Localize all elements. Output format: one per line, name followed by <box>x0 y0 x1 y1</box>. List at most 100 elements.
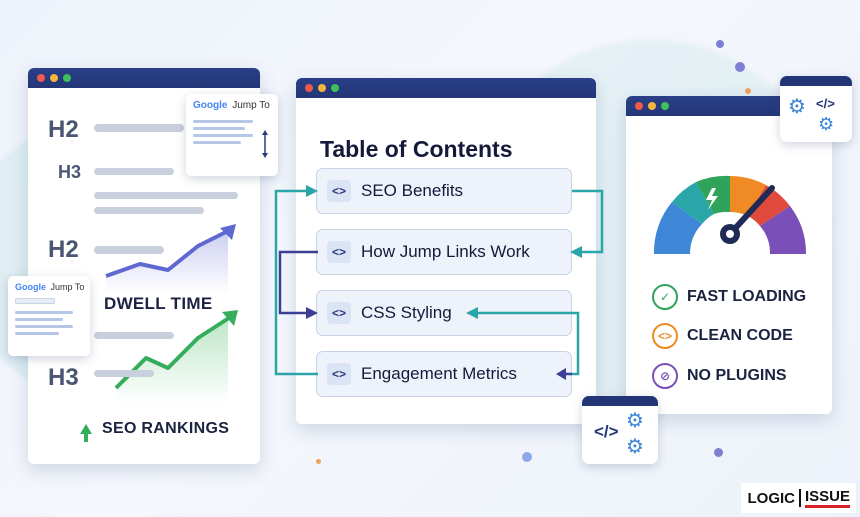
close-dot-icon <box>305 84 313 92</box>
placeholder-line <box>94 168 174 175</box>
google-logo-text: Google <box>15 282 46 292</box>
dwell-time-arrow-head <box>220 224 236 240</box>
result-line <box>193 134 253 137</box>
heading-label-h2: H2 <box>48 236 79 263</box>
code-text: </> <box>816 96 835 111</box>
maximize-dot-icon <box>63 74 71 82</box>
heading-label-h3: H3 <box>48 364 79 391</box>
feature-clean-code: <> CLEAN CODE <box>652 323 793 349</box>
logo-right-text: ISSUE <box>804 488 850 508</box>
placeholder-line <box>94 370 154 377</box>
maximize-dot-icon <box>661 102 669 110</box>
dwell-time-trend-chart <box>80 224 238 442</box>
gauge-segment-green <box>696 175 730 214</box>
google-jump-to-card: Google Jump To <box>8 276 90 356</box>
gear-icon: ⚙ <box>626 436 644 458</box>
feature-fast-loading: ✓ FAST LOADING <box>652 284 806 310</box>
scroll-indicator-icon <box>262 130 268 158</box>
result-line <box>193 120 253 123</box>
feature-no-plugins: ⊘ NO PLUGINS <box>652 363 787 389</box>
decor-dot <box>716 40 724 48</box>
decor-dot <box>745 88 751 94</box>
window-titlebar <box>296 78 596 98</box>
code-tag-icon: <> <box>327 302 351 324</box>
gear-icon: ⚙ <box>788 96 806 118</box>
toc-link-how-jump-links-work[interactable]: <> How Jump Links Work <box>316 229 572 275</box>
seo-rankings-line <box>114 314 234 390</box>
toc-link-label: CSS Styling <box>361 303 452 322</box>
lightning-icon <box>706 188 718 210</box>
table-of-contents-window: Table of Contents <> SEO Benefits <> How… <box>296 78 596 424</box>
minimize-dot-icon <box>50 74 58 82</box>
window-titlebar <box>28 68 260 88</box>
jump-to-label: Jump To <box>50 282 85 292</box>
code-settings-icon: ⚙ </> ⚙ <box>780 76 852 142</box>
seo-rankings-arrow-head <box>222 310 238 326</box>
result-line <box>193 127 245 130</box>
logic-issue-logo: LOGIC ISSUE <box>741 483 856 513</box>
dwell-time-line <box>105 228 231 278</box>
close-dot-icon <box>37 74 45 82</box>
decor-dot <box>316 459 321 464</box>
no-plugin-icon: ⊘ <box>652 363 678 389</box>
placeholder-line <box>94 207 204 214</box>
performance-window: ✓ FAST LOADING <> CLEAN CODE ⊘ NO PLUGIN… <box>626 96 832 414</box>
code-tag-icon: <> <box>327 363 351 385</box>
up-arrow-icon <box>80 424 92 442</box>
minimize-dot-icon <box>648 102 656 110</box>
gauge-segment-blue <box>653 202 702 254</box>
result-line <box>15 311 73 314</box>
decor-dot <box>522 452 532 462</box>
heading-label-h3: H3 <box>58 162 82 182</box>
feature-label: CLEAN CODE <box>687 327 793 344</box>
jump-to-label: Jump To <box>232 100 270 111</box>
heading-label-h2: H2 <box>48 116 79 143</box>
google-jump-to-card: Google Jump To <box>186 94 278 176</box>
result-line <box>193 141 241 144</box>
toc-link-label: Engagement Metrics <box>361 364 517 383</box>
toc-link-seo-benefits[interactable]: <> SEO Benefits <box>316 168 572 214</box>
google-logo-text: Google <box>193 100 228 111</box>
toc-link-css-styling[interactable]: <> CSS Styling <box>316 290 572 336</box>
toc-link-engagement-metrics[interactable]: <> Engagement Metrics <box>316 351 572 397</box>
placeholder-line <box>94 192 238 199</box>
close-dot-icon <box>635 102 643 110</box>
result-line <box>15 318 63 321</box>
gauge-segment-orange <box>730 176 766 216</box>
speed-gauge <box>653 175 807 254</box>
mini-titlebar <box>582 396 658 406</box>
dwell-time-label: DWELL TIME <box>104 294 213 313</box>
gear-icon: ⚙ <box>626 410 644 432</box>
code-tag-icon: <> <box>327 241 351 263</box>
maximize-dot-icon <box>331 84 339 92</box>
toc-link-label: How Jump Links Work <box>361 242 530 261</box>
code-settings-icon: </> ⚙ ⚙ <box>582 396 658 464</box>
gauge-segment-red <box>748 185 790 226</box>
google-jump-to-title: Google Jump To <box>15 282 85 292</box>
logo-divider <box>798 489 801 507</box>
decor-dot <box>735 62 745 72</box>
result-line <box>15 325 73 328</box>
feature-label: FAST LOADING <box>687 288 807 305</box>
seo-rankings-area <box>116 318 228 404</box>
code-icon: <> <box>652 323 678 349</box>
placeholder-line <box>94 246 164 254</box>
code-text: </> <box>594 422 619 441</box>
placeholder-line <box>94 332 174 339</box>
gauge-segment-purple <box>760 206 807 254</box>
logo-left-text: LOGIC <box>747 489 795 507</box>
result-line <box>15 332 59 335</box>
gear-icon: ⚙ <box>818 114 835 134</box>
google-jump-to-title: Google Jump To <box>193 100 271 111</box>
stopwatch-icon: ✓ <box>652 284 678 310</box>
feature-label: NO PLUGINS <box>687 367 787 384</box>
decor-dot <box>714 448 723 457</box>
heading-structure-window: H2 H3 H2 DWELL TIME H3 SEO RANKINGS <box>28 68 260 464</box>
minimize-dot-icon <box>318 84 326 92</box>
gauge-needle <box>727 185 775 237</box>
gauge-segment-teal <box>672 182 714 224</box>
seo-rankings-label: SEO RANKINGS <box>102 420 230 437</box>
toc-title: Table of Contents <box>320 136 513 162</box>
search-box-line <box>15 298 55 304</box>
toc-link-label: SEO Benefits <box>361 181 464 200</box>
